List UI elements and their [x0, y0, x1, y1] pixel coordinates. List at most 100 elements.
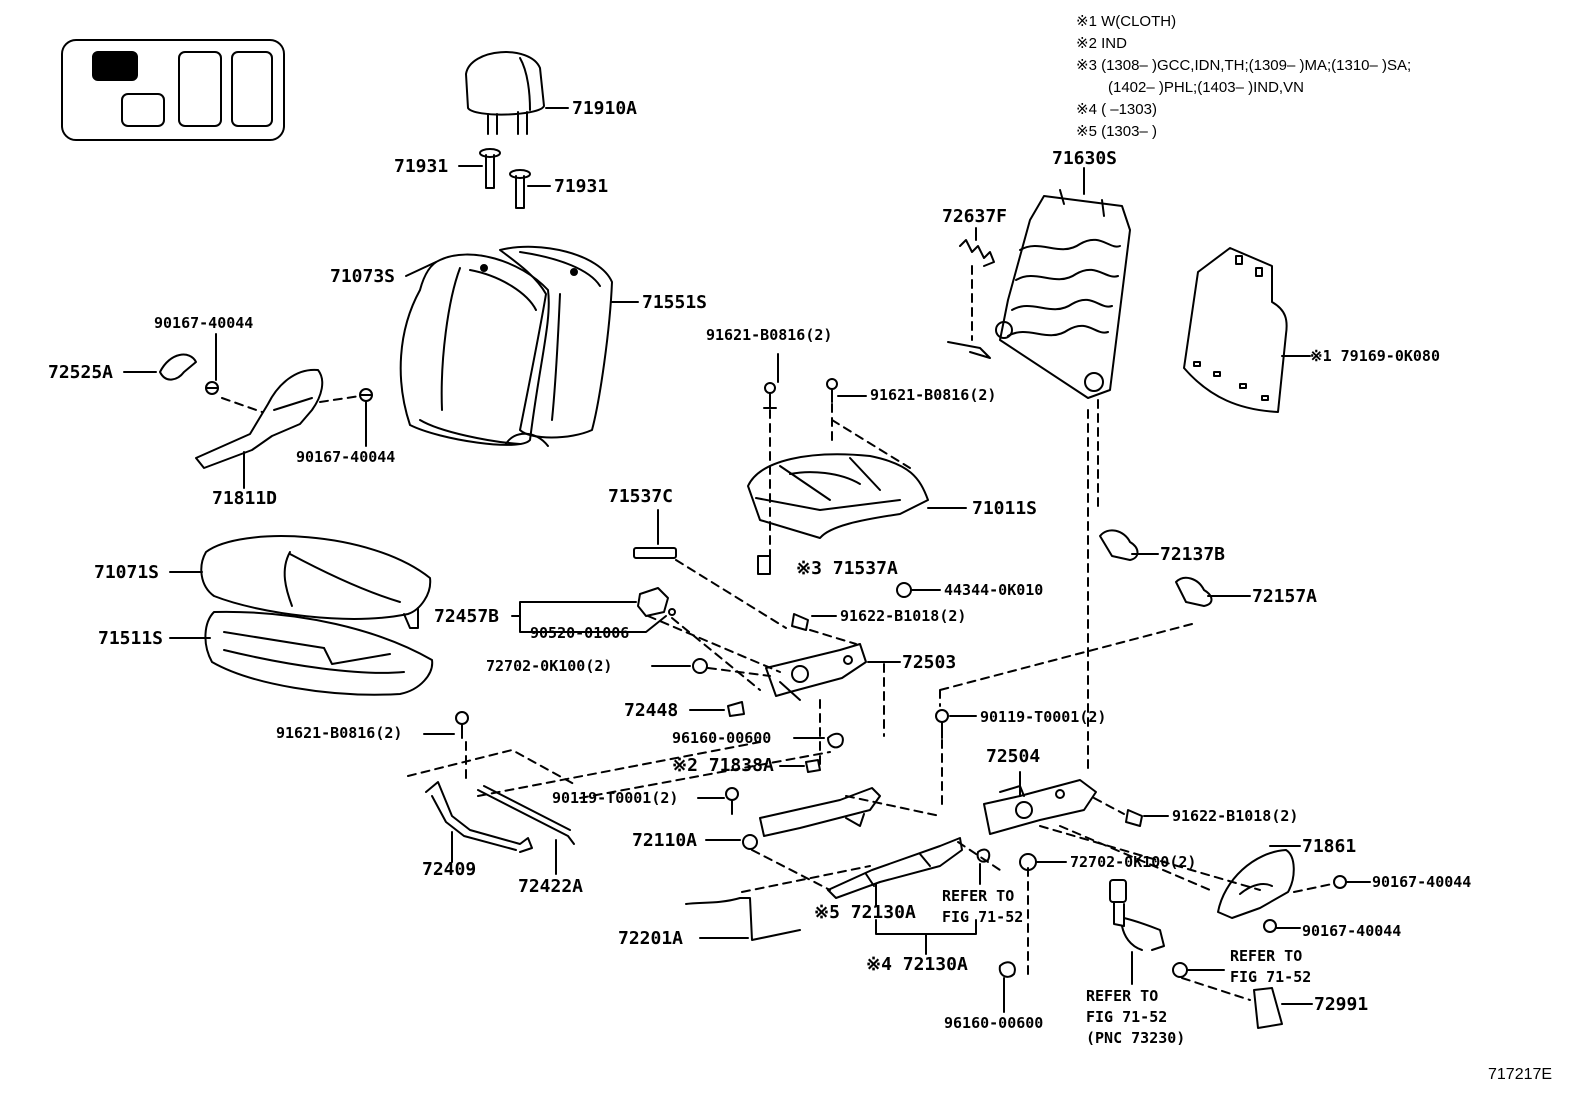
clip-part — [976, 848, 991, 863]
part-label-72448[interactable]: 72448 — [624, 700, 679, 721]
part-label-72110A[interactable]: 72110A — [632, 830, 698, 851]
part-label-71073S[interactable]: 71073S — [330, 266, 396, 287]
part-label-90520-01006[interactable]: 90520-01006 — [530, 624, 630, 642]
clip-part — [805, 759, 821, 773]
part-label-71630S[interactable]: 71630S — [1052, 148, 1118, 169]
part-label-71811D[interactable]: 71811D — [212, 488, 278, 509]
part-label-91621-B0816[interactable]: 91621-B0816(2) — [276, 724, 403, 742]
part-label-71931[interactable]: 71931 — [554, 176, 609, 197]
headrest-support-part — [479, 148, 531, 209]
part-label-91622-B1018[interactable]: 91622-B1018(2) — [1172, 807, 1299, 825]
part-label-96160-00600[interactable]: 96160-00600 — [672, 729, 772, 747]
seatback-cover-part — [399, 253, 550, 446]
part-label-72504[interactable]: 72504 — [986, 746, 1041, 767]
refer-to-fig-71-52[interactable]: REFER TO FIG 71-52 — [942, 887, 1024, 926]
part-label-71910A[interactable]: 71910A — [572, 98, 638, 119]
note-3b: (1402– )PHL;(1403– )IND,VN — [1108, 79, 1304, 96]
rod-part — [477, 785, 575, 845]
part-label-71861[interactable]: 71861 — [1302, 836, 1357, 857]
part-label-90119-T0001[interactable]: 90119-T0001(2) — [552, 789, 679, 807]
bolt-part — [725, 787, 739, 815]
part-label-90167-40044[interactable]: 90167-40044 — [1302, 922, 1402, 940]
bracket-part — [425, 781, 533, 853]
note-3: ※3 (1308– )GCC,IDN,TH;(1309– )MA;(1310– … — [1076, 57, 1412, 74]
refer-to-fig-71-52[interactable]: REFER TO FIG 71-52 — [1230, 947, 1312, 986]
part-label-72409[interactable]: 72409 — [422, 859, 477, 880]
headrest-part — [465, 51, 545, 135]
part-label-72525A[interactable]: 72525A — [48, 362, 114, 383]
seat-track-part — [742, 787, 881, 850]
drawing-code: 717217E — [1488, 1066, 1553, 1083]
part-label-90167-40044[interactable]: 90167-40044 — [154, 314, 254, 332]
part-label-71011S[interactable]: 71011S — [972, 498, 1038, 519]
seat-frame-part — [747, 453, 929, 539]
side-shield-part — [195, 368, 324, 469]
protector-part — [1183, 247, 1288, 413]
clip-part — [827, 732, 844, 749]
bolt-part — [763, 378, 838, 409]
part-label-90167-40044[interactable]: 90167-40044 — [296, 448, 396, 466]
wire-part — [685, 897, 801, 941]
part-label-71931[interactable]: 71931 — [394, 156, 449, 177]
part-label-72457B[interactable]: 72457B — [434, 606, 500, 627]
adjuster-part — [983, 779, 1097, 835]
part-label-91621-B0816[interactable]: 91621-B0816(2) — [706, 326, 833, 344]
part-label-79169-0K080[interactable]: ※1 79169-0K080 — [1310, 347, 1440, 365]
spring-part — [959, 239, 995, 267]
note-1: ※1 W(CLOTH) — [1076, 13, 1177, 30]
seat-cushion-cover-part — [200, 535, 432, 629]
bolt-part — [935, 709, 949, 739]
seat-cushion-pad-part — [204, 610, 434, 696]
seatback-frame-part — [947, 189, 1131, 399]
tag-part — [757, 555, 771, 575]
strip-part — [633, 547, 677, 559]
seatbelt-buckle-part — [1109, 879, 1165, 951]
part-label-71551S[interactable]: 71551S — [642, 292, 708, 313]
part-label-91621-B0816[interactable]: 91621-B0816(2) — [870, 386, 997, 404]
part-label-90119-T0001[interactable]: 90119-T0001(2) — [980, 708, 1107, 726]
seat-track-part — [827, 837, 963, 899]
part-label-72637F[interactable]: 72637F — [942, 206, 1008, 227]
recliner-knob-part — [637, 587, 676, 617]
part-label-72130A[interactable]: ※5 72130A — [814, 902, 916, 923]
part-label-72503[interactable]: 72503 — [902, 652, 957, 673]
nut-part — [1172, 962, 1188, 978]
part-label-44344-0K010[interactable]: 44344-0K010 — [944, 581, 1044, 599]
part-label-91622-B1018[interactable]: 91622-B1018(2) — [840, 607, 967, 625]
seatback-pad-part — [499, 245, 613, 447]
seat-locator-icon — [61, 39, 285, 141]
part-label-72157A[interactable]: 72157A — [1252, 586, 1318, 607]
part-label-72201A[interactable]: 72201A — [618, 928, 684, 949]
part-label-71511S[interactable]: 71511S — [98, 628, 164, 649]
bolt-part — [1125, 809, 1143, 827]
part-label-72137B[interactable]: 72137B — [1160, 544, 1226, 565]
recliner-part — [765, 643, 867, 701]
clip-part — [159, 353, 197, 381]
note-4: ※4 ( –1303) — [1076, 101, 1157, 118]
part-label-90167-40044[interactable]: 90167-40044 — [1372, 873, 1472, 891]
pin-part — [727, 701, 745, 717]
side-cover-part — [1217, 849, 1295, 919]
part-label-72130A[interactable]: ※4 72130A — [866, 954, 968, 975]
part-label-72991[interactable]: 72991 — [1314, 994, 1369, 1015]
clip-part — [998, 961, 1016, 978]
bolt-part — [455, 711, 469, 739]
nut-part — [896, 582, 912, 598]
part-label-71537C[interactable]: 71537C — [608, 486, 674, 507]
bolt-part — [692, 658, 708, 674]
cover-part — [1175, 576, 1213, 607]
part-label-72702-0K100[interactable]: 72702-0K100(2) — [1070, 853, 1197, 871]
part-label-71838A[interactable]: ※2 71838A — [672, 755, 774, 776]
part-label-72702-0K100[interactable]: 72702-0K100(2) — [486, 657, 613, 675]
part-label-71071S[interactable]: 71071S — [94, 562, 160, 583]
note-2: ※2 IND — [1076, 35, 1127, 52]
part-label-71537A[interactable]: ※3 71537A — [796, 558, 898, 579]
part-label-96160-00600[interactable]: 96160-00600 — [944, 1014, 1044, 1032]
part-label-72422A[interactable]: 72422A — [518, 876, 584, 897]
bolt-part — [791, 613, 809, 631]
cap-part — [1253, 987, 1283, 1029]
cover-part — [1099, 529, 1139, 561]
refer-to-fig-71-52-pnc-73230[interactable]: REFER TO FIG 71-52 (PNC 73230) — [1086, 987, 1186, 1047]
